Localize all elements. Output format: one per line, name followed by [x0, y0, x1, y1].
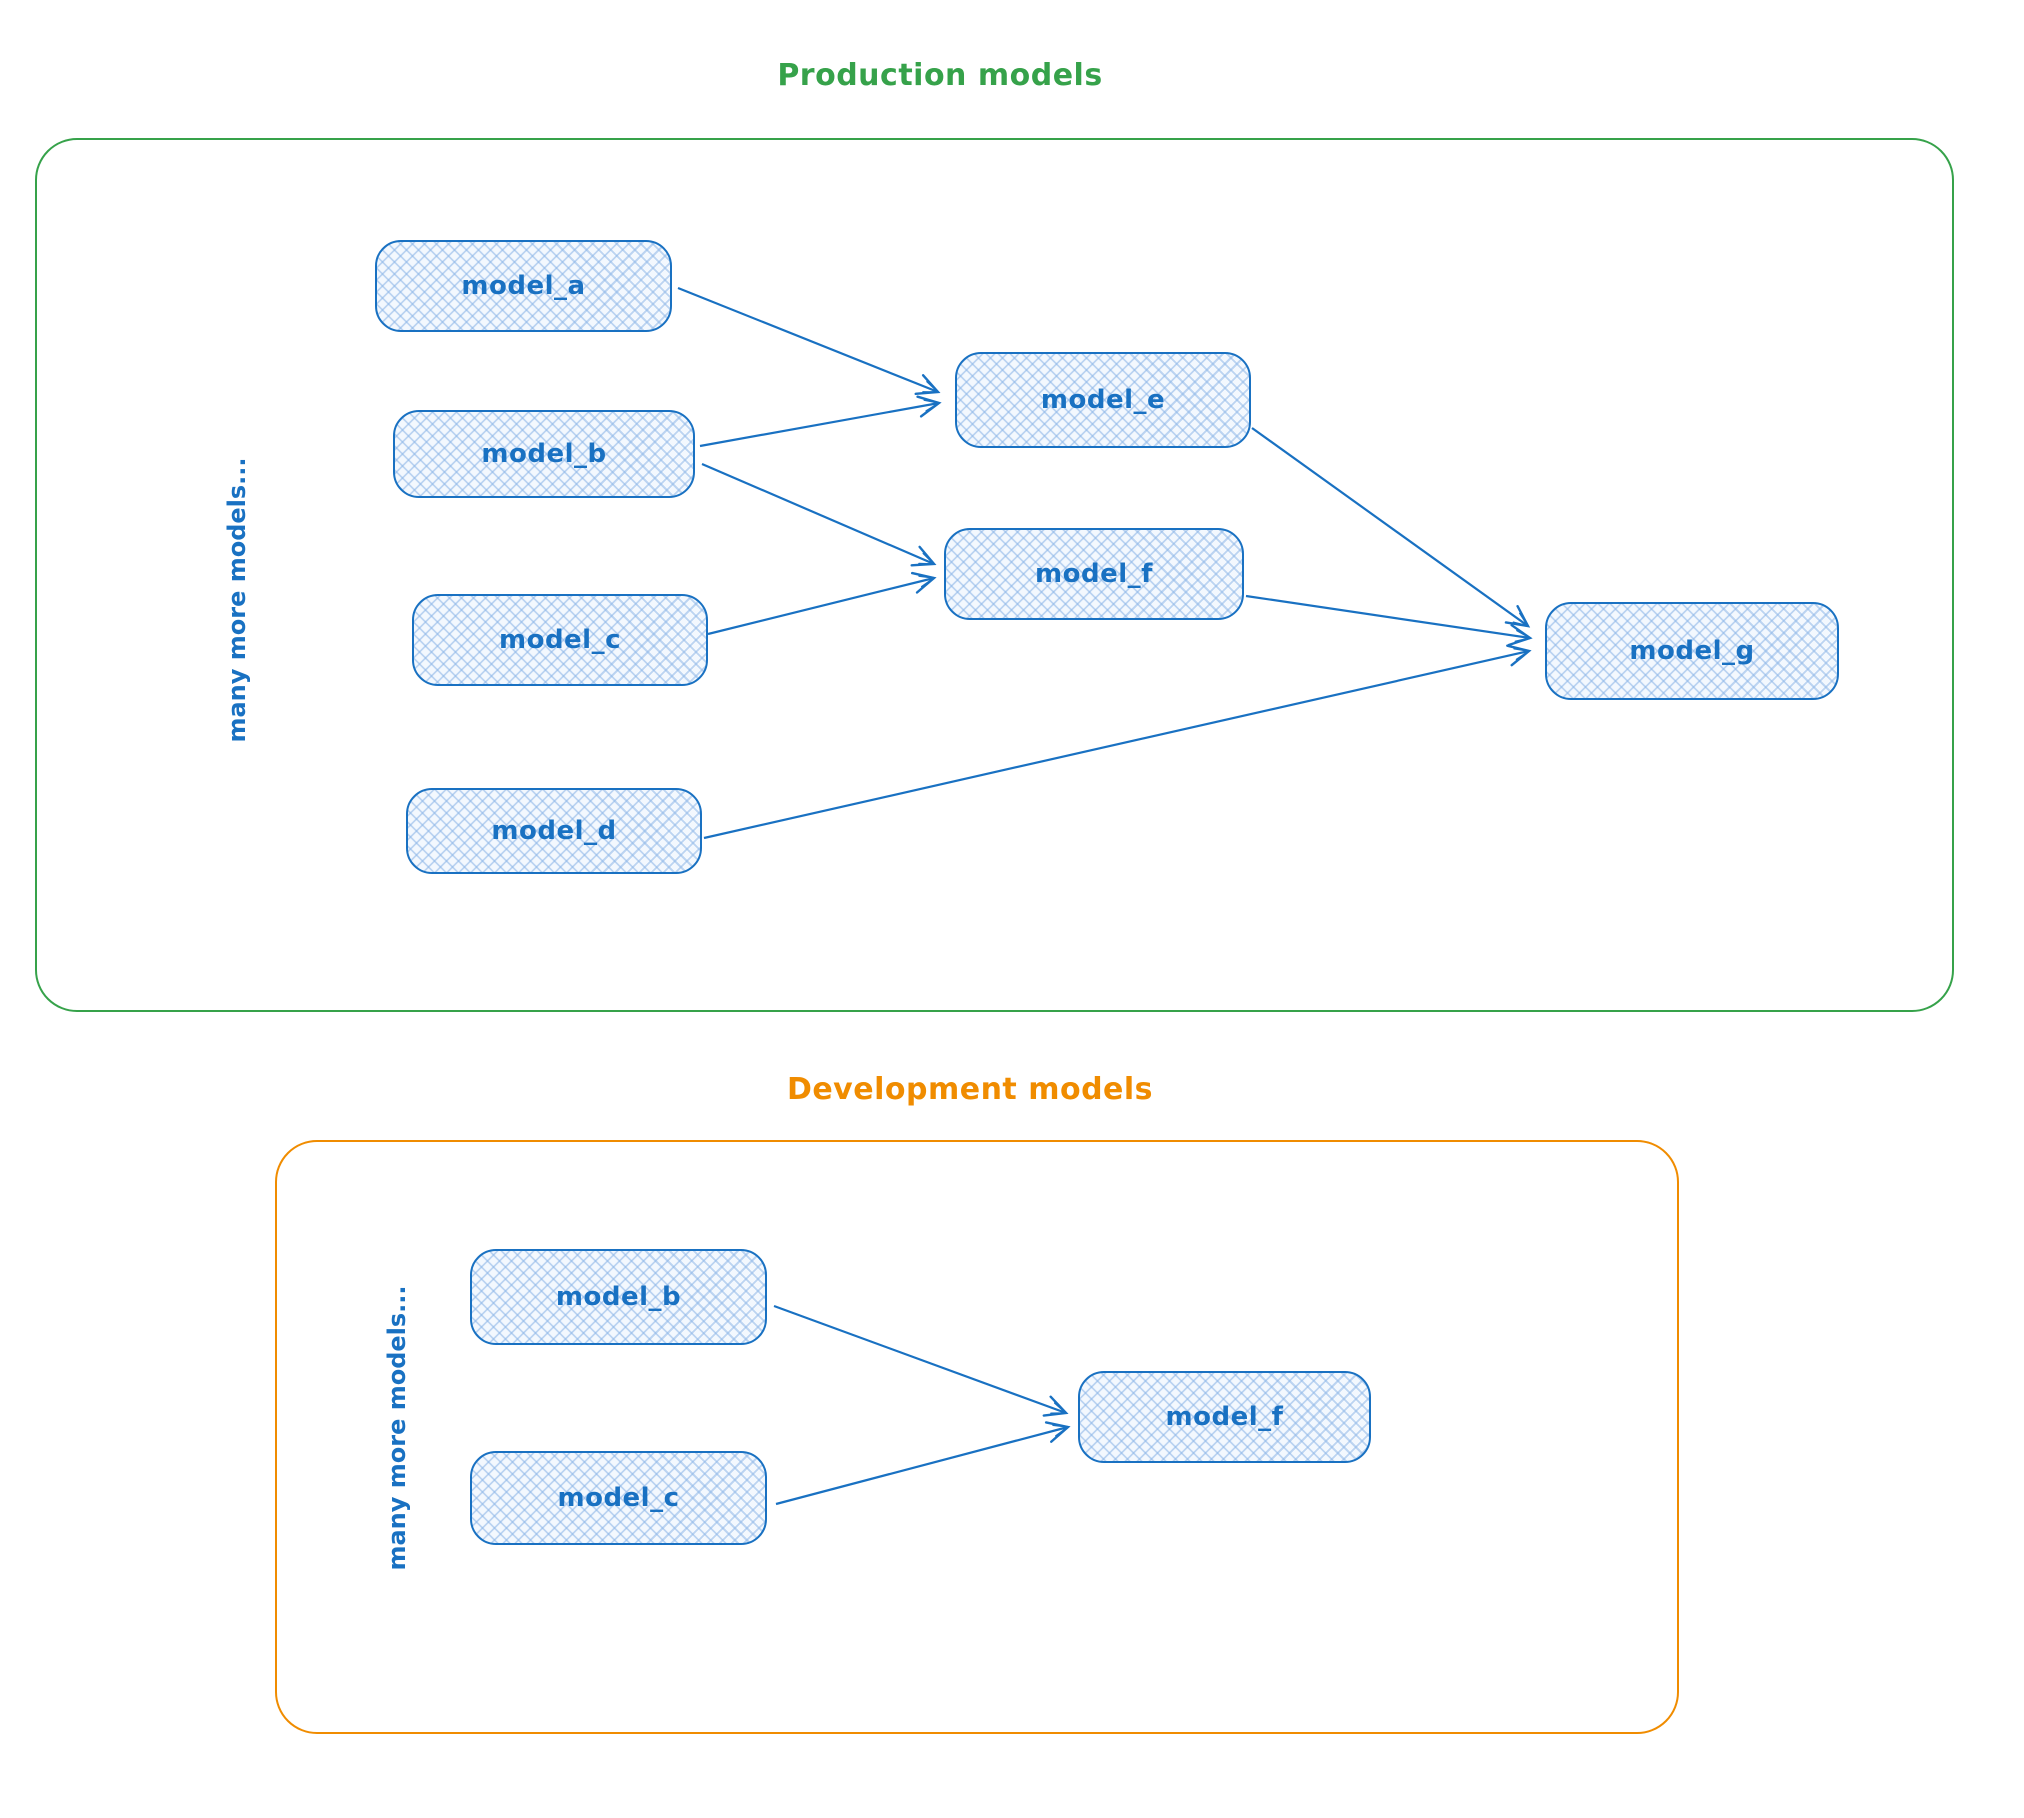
node-label-development-model_f: model_f — [1165, 1402, 1284, 1432]
development-title: Development models — [786, 1072, 1154, 1107]
production-frame — [35, 138, 1954, 1012]
node-label-production-model_g: model_g — [1629, 636, 1755, 666]
node-label-production-model_e: model_e — [1040, 385, 1166, 415]
node-production-model_c: model_c — [412, 594, 708, 686]
node-production-model_f: model_f — [944, 528, 1244, 620]
production-title: Production models — [777, 58, 1103, 93]
node-production-model_a: model_a — [375, 240, 672, 332]
node-label-production-model_f: model_f — [1035, 559, 1153, 589]
node-production-model_d: model_d — [406, 788, 702, 874]
node-label-production-model_a: model_a — [461, 271, 586, 301]
node-development-model_f: model_f — [1078, 1371, 1371, 1463]
development-frame — [275, 1140, 1679, 1734]
node-label-production-model_b: model_b — [481, 439, 607, 469]
node-development-model_c: model_c — [470, 1451, 767, 1545]
node-production-model_b: model_b — [393, 410, 695, 498]
node-label-development-model_c: model_c — [557, 1483, 680, 1513]
production-side-label: many more models... — [223, 457, 251, 743]
node-label-production-model_d: model_d — [491, 816, 617, 846]
development-side-label: many more models... — [383, 1285, 411, 1571]
node-development-model_b: model_b — [470, 1249, 767, 1345]
node-label-production-model_c: model_c — [498, 625, 622, 655]
node-production-model_e: model_e — [955, 352, 1251, 448]
node-label-development-model_b: model_b — [555, 1282, 682, 1312]
node-production-model_g: model_g — [1545, 602, 1839, 700]
